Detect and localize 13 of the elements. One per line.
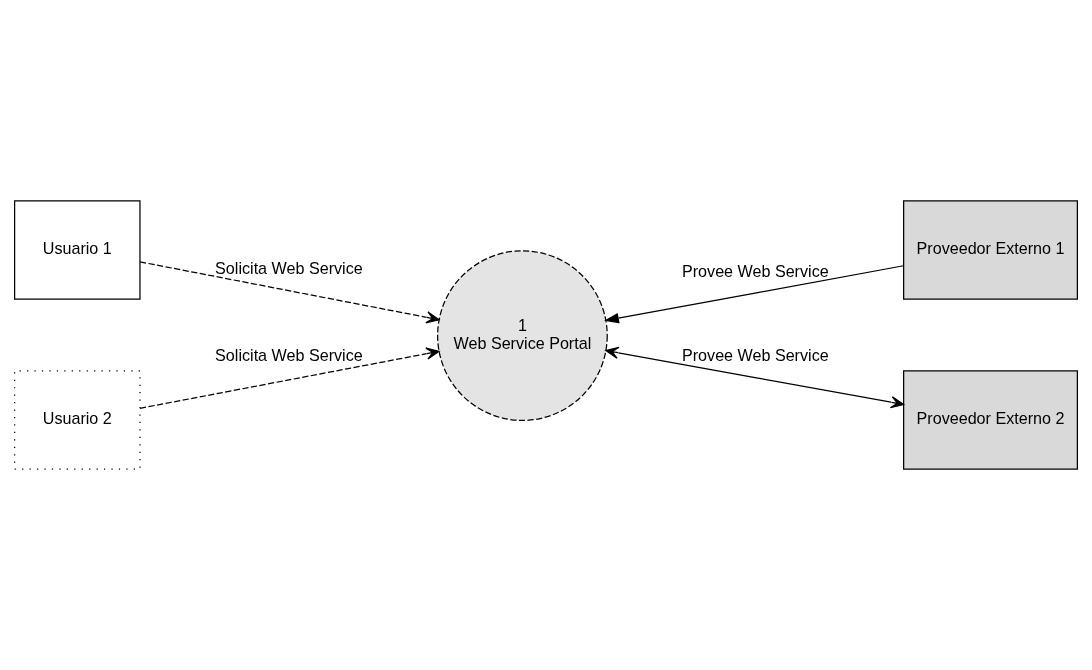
arrow	[139, 347, 440, 409]
node-box: Usuario 1	[14, 200, 141, 300]
edge-label: Provee Web Service	[681, 345, 829, 364]
edge-label: Provee Web Service	[681, 261, 829, 280]
edge-label: Solicita Web Service	[215, 345, 363, 364]
arrow	[605, 346, 905, 409]
edge-label: Solicita Web Service	[215, 259, 363, 278]
arrow	[604, 265, 905, 324]
node-box: Proveedor Externo 1	[903, 200, 1078, 300]
node-circle: 1 Web Service Portal	[437, 250, 608, 422]
node-box: Usuario 2	[14, 370, 141, 470]
node-box: Proveedor Externo 2	[903, 370, 1078, 470]
arrow	[139, 261, 440, 324]
